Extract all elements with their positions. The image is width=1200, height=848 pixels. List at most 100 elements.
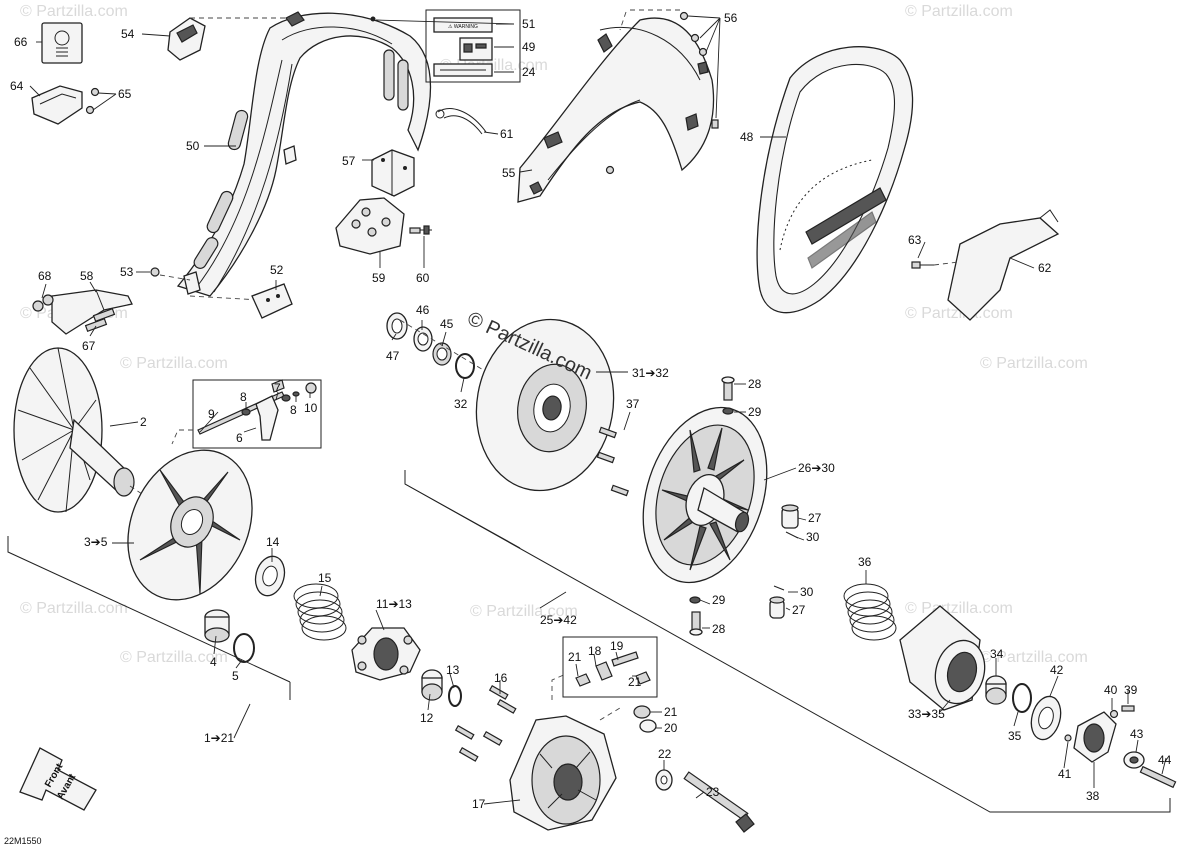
part-30-pins bbox=[773, 531, 799, 591]
part-38-adapter bbox=[1073, 711, 1117, 763]
callout-8b: 8 bbox=[290, 403, 297, 417]
callout-6: 6 bbox=[236, 431, 243, 445]
callout-54: 54 bbox=[121, 27, 135, 41]
watermark: © Partzilla.com bbox=[470, 603, 578, 620]
part-35-ring bbox=[1012, 683, 1032, 713]
callout-15: 15 bbox=[318, 571, 332, 585]
callout-51: 51 bbox=[522, 17, 536, 31]
callout-13: 13 bbox=[446, 663, 460, 677]
watermark: © Partzilla.com bbox=[980, 355, 1088, 372]
callout-53: 53 bbox=[120, 265, 134, 279]
parts-45-47-shims bbox=[386, 312, 475, 379]
callout-68: 68 bbox=[38, 269, 52, 283]
callout-8a: 8 bbox=[240, 390, 247, 404]
part-55-belt-guard bbox=[517, 17, 715, 203]
part-63-screw bbox=[911, 261, 934, 269]
part-60-screw bbox=[409, 225, 432, 235]
callout-28b: 28 bbox=[712, 622, 726, 636]
part-2-fixed-sheave bbox=[13, 347, 135, 513]
diagram-code: 22M1550 bbox=[4, 836, 42, 846]
callout-32: 32 bbox=[454, 397, 468, 411]
callout-16: 16 bbox=[494, 671, 508, 685]
part-44-bolt bbox=[1139, 765, 1177, 789]
callout-45: 45 bbox=[440, 317, 454, 331]
callout-27b: 27 bbox=[792, 603, 806, 617]
part-33-cam bbox=[899, 605, 986, 711]
part-48-drive-belt bbox=[756, 46, 914, 314]
callout-29b: 29 bbox=[712, 593, 726, 607]
part-22-washer bbox=[655, 769, 673, 791]
callout-61: 61 bbox=[500, 127, 514, 141]
callout-38: 38 bbox=[1086, 789, 1100, 803]
svg-text:⚠ WARNING: ⚠ WARNING bbox=[448, 24, 478, 30]
part-16-screws bbox=[454, 684, 517, 762]
callout-26: 26➔30 bbox=[798, 461, 835, 475]
callout-7: 7 bbox=[274, 381, 281, 395]
part-37-screws bbox=[596, 426, 629, 497]
part-3-movable-sheave bbox=[127, 449, 253, 601]
watermark: © Partzilla.com bbox=[120, 649, 228, 666]
part-67-bolts bbox=[84, 307, 116, 333]
callout-17: 17 bbox=[472, 797, 486, 811]
callout-41: 41 bbox=[1058, 767, 1072, 781]
callout-34: 34 bbox=[990, 647, 1004, 661]
parts-6-10-box bbox=[192, 379, 322, 449]
watermark: © Partzilla.com bbox=[20, 3, 128, 20]
callout-5: 5 bbox=[232, 669, 239, 683]
callout-49: 49 bbox=[522, 40, 536, 54]
callout-50: 50 bbox=[186, 139, 200, 153]
callout-46: 46 bbox=[416, 303, 430, 317]
decal-set-box: ⚠ WARNING bbox=[425, 9, 521, 83]
watermark: © Partzilla.com bbox=[905, 3, 1013, 20]
part-40-nut bbox=[1109, 709, 1119, 719]
part-26-driven-pulley bbox=[642, 406, 768, 584]
part-68-nuts bbox=[32, 294, 54, 312]
part-56-clips bbox=[605, 11, 719, 175]
callout-67: 67 bbox=[82, 339, 96, 353]
callout-11: 11➔13 bbox=[376, 597, 412, 611]
part-14-seal bbox=[254, 555, 286, 597]
part-64-bracket bbox=[31, 85, 100, 125]
callout-30a: 30 bbox=[806, 530, 820, 544]
part-36-spring bbox=[843, 583, 897, 641]
callout-66: 66 bbox=[14, 35, 28, 49]
callout-48: 48 bbox=[740, 130, 754, 144]
part-17-governor-cup bbox=[509, 715, 617, 831]
callout-40: 40 bbox=[1104, 683, 1118, 697]
callout-62: 62 bbox=[1038, 261, 1052, 275]
callout-47: 47 bbox=[386, 349, 400, 363]
part-12-bushing bbox=[421, 669, 443, 701]
group-bracket-lines bbox=[7, 470, 1171, 813]
callout-28a: 28 bbox=[748, 377, 762, 391]
part-13-ring bbox=[448, 685, 462, 707]
callout-31: 31➔32 bbox=[632, 366, 669, 380]
watermark: © Partzilla.com bbox=[20, 600, 128, 617]
callout-55: 55 bbox=[502, 166, 516, 180]
callout-3: 3➔5 bbox=[84, 535, 108, 549]
callout-29a: 29 bbox=[748, 405, 762, 419]
part-39-screw bbox=[1121, 705, 1135, 712]
callout-63: 63 bbox=[908, 233, 922, 247]
callout-18: 18 bbox=[588, 644, 602, 658]
part-41-washer bbox=[1064, 734, 1072, 742]
parts-20-21-small bbox=[633, 705, 657, 733]
callout-65: 65 bbox=[118, 87, 132, 101]
callout-52: 52 bbox=[270, 263, 284, 277]
part-27-rollers bbox=[769, 504, 799, 619]
part-31-fixed-sheave bbox=[475, 318, 615, 492]
callout-58: 58 bbox=[80, 269, 94, 283]
watermark: © Partzilla.com bbox=[905, 600, 1013, 617]
callout-20: 20 bbox=[664, 721, 678, 735]
part-15-spring bbox=[293, 583, 347, 641]
callout-22: 22 bbox=[658, 747, 672, 761]
callout-27a: 27 bbox=[808, 511, 822, 525]
callout-43: 43 bbox=[1130, 727, 1144, 741]
callout-24: 24 bbox=[522, 65, 536, 79]
part-52-plate bbox=[251, 283, 293, 319]
part-59-foot-guard bbox=[335, 197, 405, 255]
callout-42: 42 bbox=[1050, 663, 1064, 677]
callout-1: 1➔21 bbox=[204, 731, 234, 745]
callout-33: 33➔35 bbox=[908, 707, 945, 721]
part-50-tunnel-frame bbox=[176, 11, 432, 297]
